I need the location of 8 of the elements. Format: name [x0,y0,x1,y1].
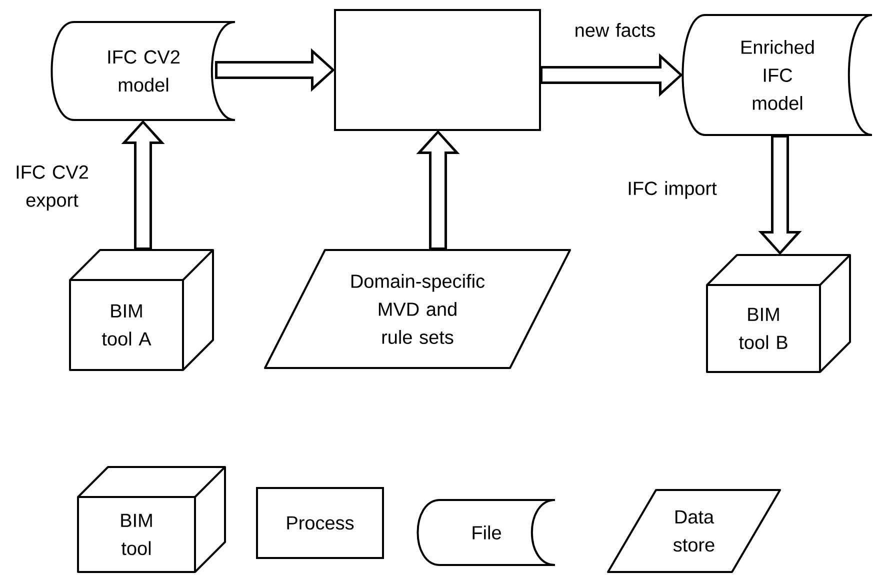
edge-label: IFC import [626,180,718,200]
legend-process-box: Process [256,487,384,559]
legend-file-shape: File [416,499,556,566]
process-box [334,9,541,131]
edge-label: IFC CV2 export [6,164,98,212]
file-shape: IFC CV2 model [50,21,236,121]
file-shape: Enriched IFC model [682,14,873,136]
edge-label: new facts [569,22,661,38]
